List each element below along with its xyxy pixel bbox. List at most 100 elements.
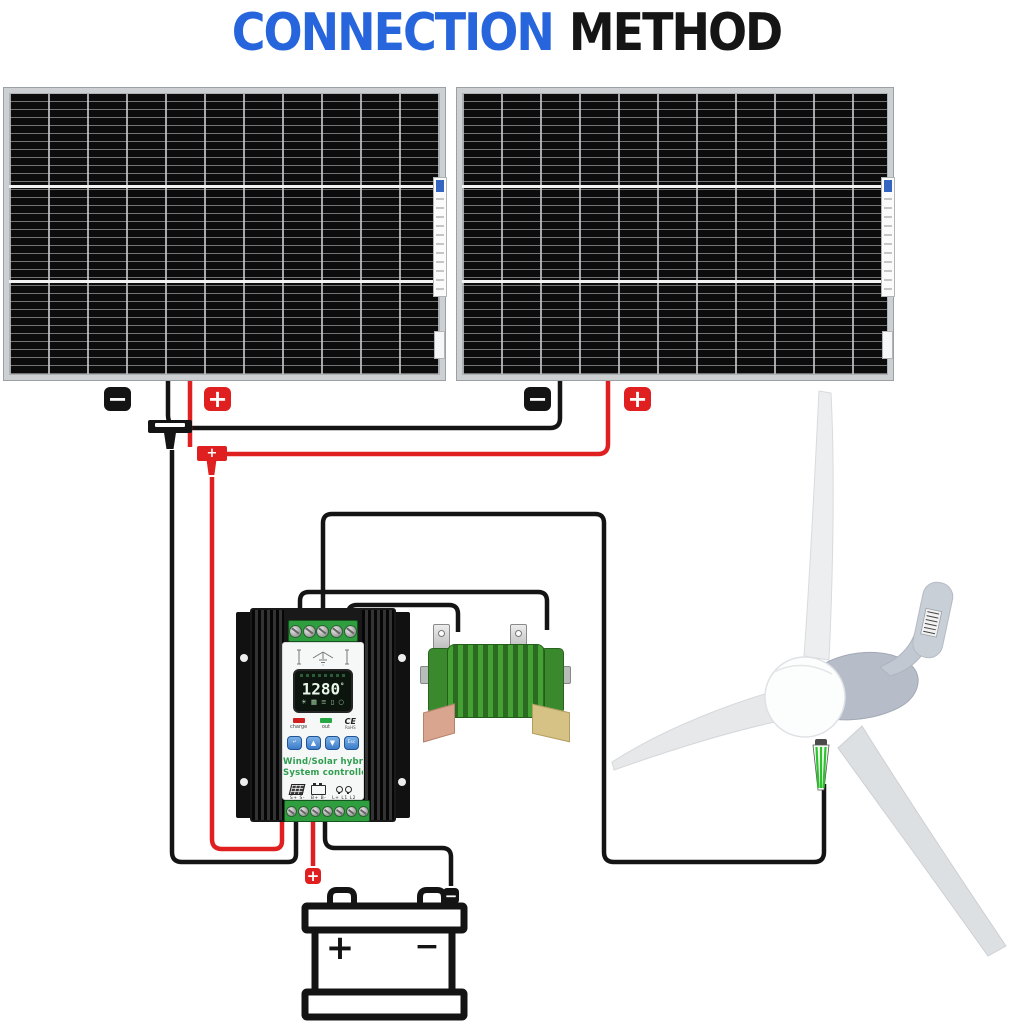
connector-green-stripes	[815, 746, 827, 789]
minus-glyph: −	[444, 887, 458, 905]
terminal-screw	[316, 624, 330, 638]
wind-turbine-wire	[320, 511, 827, 865]
panel-busbar	[9, 280, 440, 283]
panel-serial-sticker	[882, 331, 893, 359]
resistor-terminal-lug-left	[433, 624, 450, 654]
solar-negative-to-controller-wire	[169, 450, 299, 865]
terminal-screw	[309, 805, 321, 817]
terminal-screw	[333, 805, 345, 817]
panel-label-text-lines	[884, 198, 892, 292]
plus-mark: +	[206, 446, 218, 461]
terminal-screw	[302, 624, 316, 638]
solar-terminal-labels: S+ S-	[289, 795, 305, 800]
controller-buttons: ↵ ▲ ▼ Esc	[283, 736, 363, 750]
screw-hole	[398, 654, 406, 662]
lcd-status-row	[300, 674, 346, 677]
turbine-hub-nose	[764, 656, 846, 738]
terminal-screw	[357, 805, 369, 817]
negative-branch-connector	[148, 420, 192, 433]
controller-bottom-terminal-block	[284, 800, 370, 822]
solar-panel-icon	[289, 784, 306, 796]
battery-icon: + −	[301, 887, 468, 1021]
solar-input-group: S+ S-	[289, 784, 306, 800]
battery-icon-small	[311, 782, 327, 795]
panel-certification-label	[433, 177, 447, 297]
plus-glyph: +	[306, 867, 320, 885]
terminal-screw	[345, 805, 357, 817]
terminal-screw	[285, 805, 297, 817]
battery-minus-symbol: −	[414, 929, 439, 964]
display-unit-mark: °	[340, 682, 345, 690]
solar-negative-wire-right	[192, 381, 563, 431]
minus-glyph: −	[107, 385, 128, 413]
positive-branch-connector: +	[197, 446, 227, 461]
terminal-screw	[297, 805, 309, 817]
charge-led	[292, 718, 305, 723]
left-panel-plus-badge: +	[204, 387, 231, 411]
ce-mark: CE	[344, 717, 356, 726]
controller-faceplate: 1280° ☀ ▦ ≡ ▯ ○ charge out CE RoHS ↵	[282, 642, 364, 800]
hub-seam	[773, 664, 833, 675]
load-bulb-icon	[345, 786, 353, 795]
dump-load-resistor	[420, 618, 571, 743]
up-button[interactable]: ▲	[306, 736, 321, 750]
barcode-lines	[923, 611, 940, 635]
esc-button[interactable]: Esc	[344, 736, 359, 750]
load-output-group: L+ L1 L2	[332, 785, 356, 799]
resistor-mount-bracket-right	[532, 703, 570, 743]
terminal-screw	[289, 624, 303, 638]
controller-mount-flange-left	[236, 612, 252, 818]
controller-top-terminal-block	[288, 620, 358, 642]
battery-top-bar	[301, 902, 468, 934]
panel-busbar	[462, 280, 888, 283]
panel-label-text-lines	[436, 198, 444, 292]
wind-turbine	[611, 390, 1007, 957]
wiring-legend-graphic	[297, 649, 349, 666]
left-panel-minus-badge: −	[104, 387, 131, 411]
right-panel-minus-badge: −	[524, 387, 551, 411]
dump-load-wire-right	[297, 589, 550, 632]
wind-solar-hybrid-controller: 1280° ☀ ▦ ≡ ▯ ○ charge out CE RoHS ↵	[236, 608, 410, 822]
plus-glyph: +	[627, 385, 648, 413]
battery-io-group: B+ B-	[310, 782, 327, 800]
panel-serial-sticker	[434, 331, 445, 359]
enter-button[interactable]: ↵	[287, 736, 302, 750]
down-button[interactable]: ▼	[325, 736, 340, 750]
title-word-method: METHOD	[568, 2, 783, 63]
solar-panel-left	[4, 88, 447, 380]
controller-mount-flange-right	[394, 612, 410, 818]
terminal-screw	[321, 805, 333, 817]
title-word-connection: CONNECTION	[231, 2, 555, 63]
battery-negative-wire	[322, 810, 454, 886]
resistor-coil-body	[447, 644, 545, 718]
turbine-blade-right	[837, 725, 1007, 957]
rohs-mark: RoHS	[345, 725, 356, 730]
screw-hole	[240, 778, 248, 786]
panel-label-logo	[884, 180, 892, 192]
lcd-value: 1280°	[295, 677, 351, 698]
heatsink-fins	[362, 610, 394, 820]
battery-minus-badge: −	[443, 887, 459, 905]
tail-fin-barcode-sticker	[920, 607, 943, 638]
panel-busbar	[9, 185, 440, 188]
terminal-icon-row: S+ S- B+ B- L+ L1 L2	[287, 782, 359, 800]
lcd-display: 1280° ☀ ▦ ≡ ▯ ○	[293, 669, 353, 713]
load-bulb-icon	[336, 786, 344, 795]
right-panel-plus-badge: +	[624, 387, 651, 411]
battery-plus-symbol: +	[326, 928, 355, 968]
plus-glyph: +	[207, 385, 228, 413]
battery-terminal-labels: B+ B-	[310, 795, 327, 800]
charge-led-group: charge	[290, 718, 307, 730]
terminal-screw	[343, 624, 357, 638]
solar-positive-to-controller-wire	[209, 477, 285, 852]
battery-plus-badge: +	[305, 867, 321, 885]
led-indicator-row: charge out CE RoHS	[290, 718, 356, 731]
solar-panel-right	[457, 88, 895, 380]
brand-line-1: Wind/Solar hybrid	[283, 757, 364, 767]
minus-glyph: −	[527, 385, 548, 413]
panel-label-logo	[436, 180, 444, 192]
charge-led-label: charge	[290, 724, 308, 730]
terminal-screw	[330, 624, 344, 638]
